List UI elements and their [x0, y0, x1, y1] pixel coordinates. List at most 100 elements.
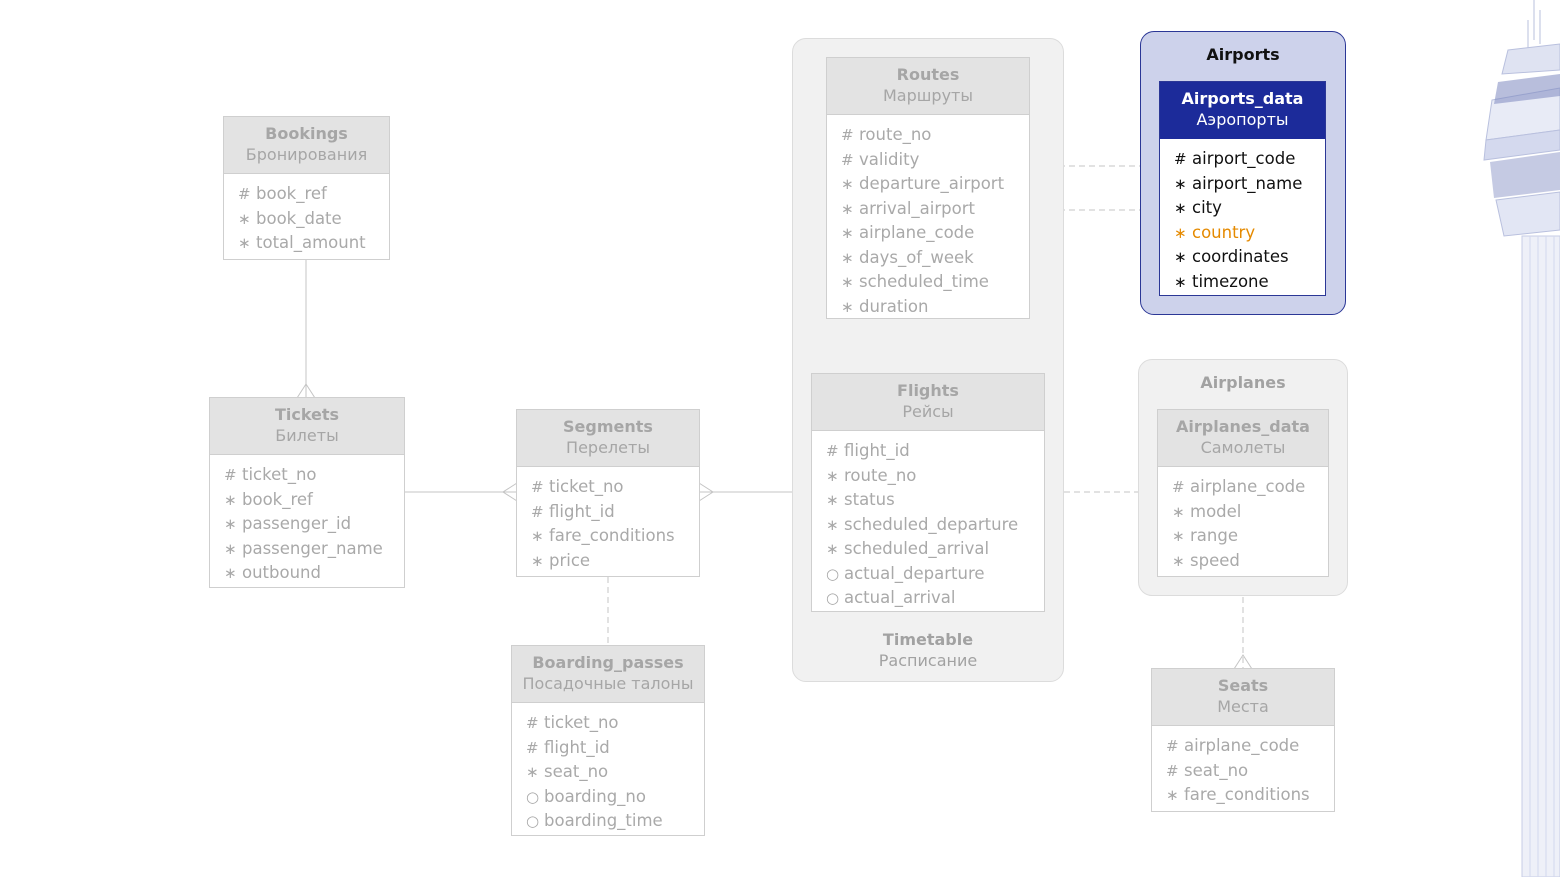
attribute-marker: # — [1166, 761, 1179, 780]
attribute-row[interactable]: ∗seat_no — [526, 760, 704, 785]
attribute-row[interactable]: ∗price — [531, 549, 699, 574]
attribute-marker: ∗ — [1172, 527, 1185, 545]
attribute-row[interactable]: ∗country — [1174, 221, 1325, 246]
attribute-marker: ∗ — [224, 539, 237, 558]
attribute-marker: ∗ — [1172, 551, 1185, 570]
attribute-row[interactable]: ○actual_arrival — [826, 586, 1044, 611]
attribute-row[interactable]: ∗timezone — [1174, 270, 1325, 295]
attribute-row[interactable]: ∗fare_conditions — [531, 524, 699, 549]
attribute-marker: ○ — [826, 564, 840, 583]
attribute-marker: ∗ — [826, 466, 839, 485]
attribute-row[interactable]: ∗scheduled_departure — [826, 513, 1044, 538]
attribute-marker: ∗ — [1174, 272, 1187, 291]
attribute-row[interactable]: #airport_code — [1174, 147, 1325, 172]
attribute-name: city — [1192, 198, 1222, 217]
attribute-list: #book_ref∗book_date∗total_amount — [224, 174, 389, 256]
attribute-list: #flight_id∗route_no∗status∗scheduled_dep… — [812, 431, 1044, 611]
attribute-row[interactable]: ∗outbound — [224, 561, 404, 586]
attribute-marker: ∗ — [841, 224, 854, 242]
attribute-marker: # — [841, 126, 854, 144]
attribute-list: #route_no#validity∗departure_airport∗arr… — [827, 115, 1029, 319]
crowsfoot-tickets — [296, 383, 316, 399]
attribute-marker: # — [531, 502, 544, 521]
attribute-row[interactable]: ∗airport_name — [1174, 172, 1325, 197]
attribute-row[interactable]: #flight_id — [526, 736, 704, 761]
attribute-name: airport_name — [1192, 173, 1303, 193]
entity-name-ru: Места — [1217, 697, 1269, 716]
attribute-row[interactable]: ∗book_ref — [224, 488, 404, 513]
attribute-name: ticket_no — [544, 713, 619, 732]
attribute-row[interactable]: ∗arrival_airport — [841, 197, 1029, 222]
attribute-row[interactable]: #ticket_no — [526, 711, 704, 736]
entity-name-ru: Маршруты — [883, 86, 973, 105]
attribute-list: #airplane_code∗model∗range∗speed — [1158, 467, 1328, 573]
attribute-row[interactable]: #ticket_no — [531, 475, 699, 500]
attribute-marker: ∗ — [531, 551, 544, 570]
attribute-row[interactable]: #ticket_no — [224, 463, 404, 488]
attribute-row[interactable]: ∗status — [826, 488, 1044, 513]
attribute-name: book_ref — [256, 184, 327, 203]
entity-name: Routes — [896, 65, 960, 84]
attribute-name: total_amount — [256, 233, 366, 252]
attribute-row[interactable]: ∗total_amount — [238, 231, 389, 256]
attribute-name: seat_no — [1184, 760, 1249, 780]
attribute-row[interactable]: ∗route_no — [826, 464, 1044, 489]
attribute-row[interactable]: ∗speed — [1172, 549, 1328, 574]
attribute-name: flight_id — [549, 501, 615, 521]
attribute-row[interactable]: ∗fare_conditions — [1166, 783, 1334, 808]
attribute-name: range — [1190, 526, 1238, 545]
timetable-subtitle: Расписание — [878, 651, 978, 670]
attribute-row[interactable]: #airplane_code — [1166, 734, 1334, 759]
attribute-row[interactable]: ∗passenger_id — [224, 512, 404, 537]
attribute-marker: ∗ — [224, 515, 237, 533]
attribute-row[interactable]: ○boarding_time — [526, 809, 704, 834]
attribute-row[interactable]: ∗coordinates — [1174, 245, 1325, 270]
attribute-name: airport_code — [1192, 149, 1296, 168]
attribute-row[interactable]: #airplane_code — [1172, 475, 1328, 500]
attribute-row[interactable]: # seat_no — [1166, 759, 1334, 784]
attribute-row[interactable]: ∗book_date — [238, 207, 389, 232]
attribute-name: ticket_no — [242, 465, 317, 484]
attribute-row[interactable]: ∗city — [1174, 196, 1325, 221]
attribute-row[interactable]: ∗days_of_week — [841, 246, 1029, 271]
attribute-row[interactable]: ∗ airplane_code — [841, 221, 1029, 246]
attribute-marker: ○ — [526, 787, 540, 806]
attribute-row[interactable]: ∗scheduled_time — [841, 270, 1029, 295]
attribute-marker: ∗ — [526, 763, 539, 781]
attribute-row[interactable]: ∗departure_airport — [841, 172, 1029, 197]
entity-name: Tickets — [274, 405, 340, 424]
attribute-marker: # — [1172, 478, 1185, 496]
attribute-row[interactable]: ○boarding_no — [526, 785, 704, 810]
attribute-row[interactable]: ∗model — [1172, 500, 1328, 525]
attribute-row[interactable]: ∗scheduled_arrival — [826, 537, 1044, 562]
attribute-row[interactable]: #flight_id — [826, 439, 1044, 464]
attribute-name: duration — [859, 296, 929, 316]
attribute-row[interactable]: #route_no — [841, 123, 1029, 148]
attribute-row[interactable]: ∗passenger_name — [224, 537, 404, 562]
attribute-row[interactable]: #validity — [841, 148, 1029, 173]
attribute-name: coordinates — [1192, 247, 1289, 266]
entity-name: Airplanes_data — [1176, 417, 1310, 436]
attribute-marker: ∗ — [1172, 502, 1185, 521]
attribute-row[interactable]: ∗ range — [1172, 524, 1328, 549]
attribute-row[interactable]: # flight_id — [531, 500, 699, 525]
attribute-name: boarding_no — [544, 786, 646, 806]
attribute-row[interactable]: ○actual_departure — [826, 562, 1044, 587]
attribute-name: airplane_code — [859, 223, 975, 242]
attribute-row[interactable]: ∗duration — [841, 295, 1029, 320]
attribute-list: #airplane_code # seat_no ∗fare_conditions — [1152, 726, 1334, 808]
attribute-row[interactable]: #book_ref — [238, 182, 389, 207]
